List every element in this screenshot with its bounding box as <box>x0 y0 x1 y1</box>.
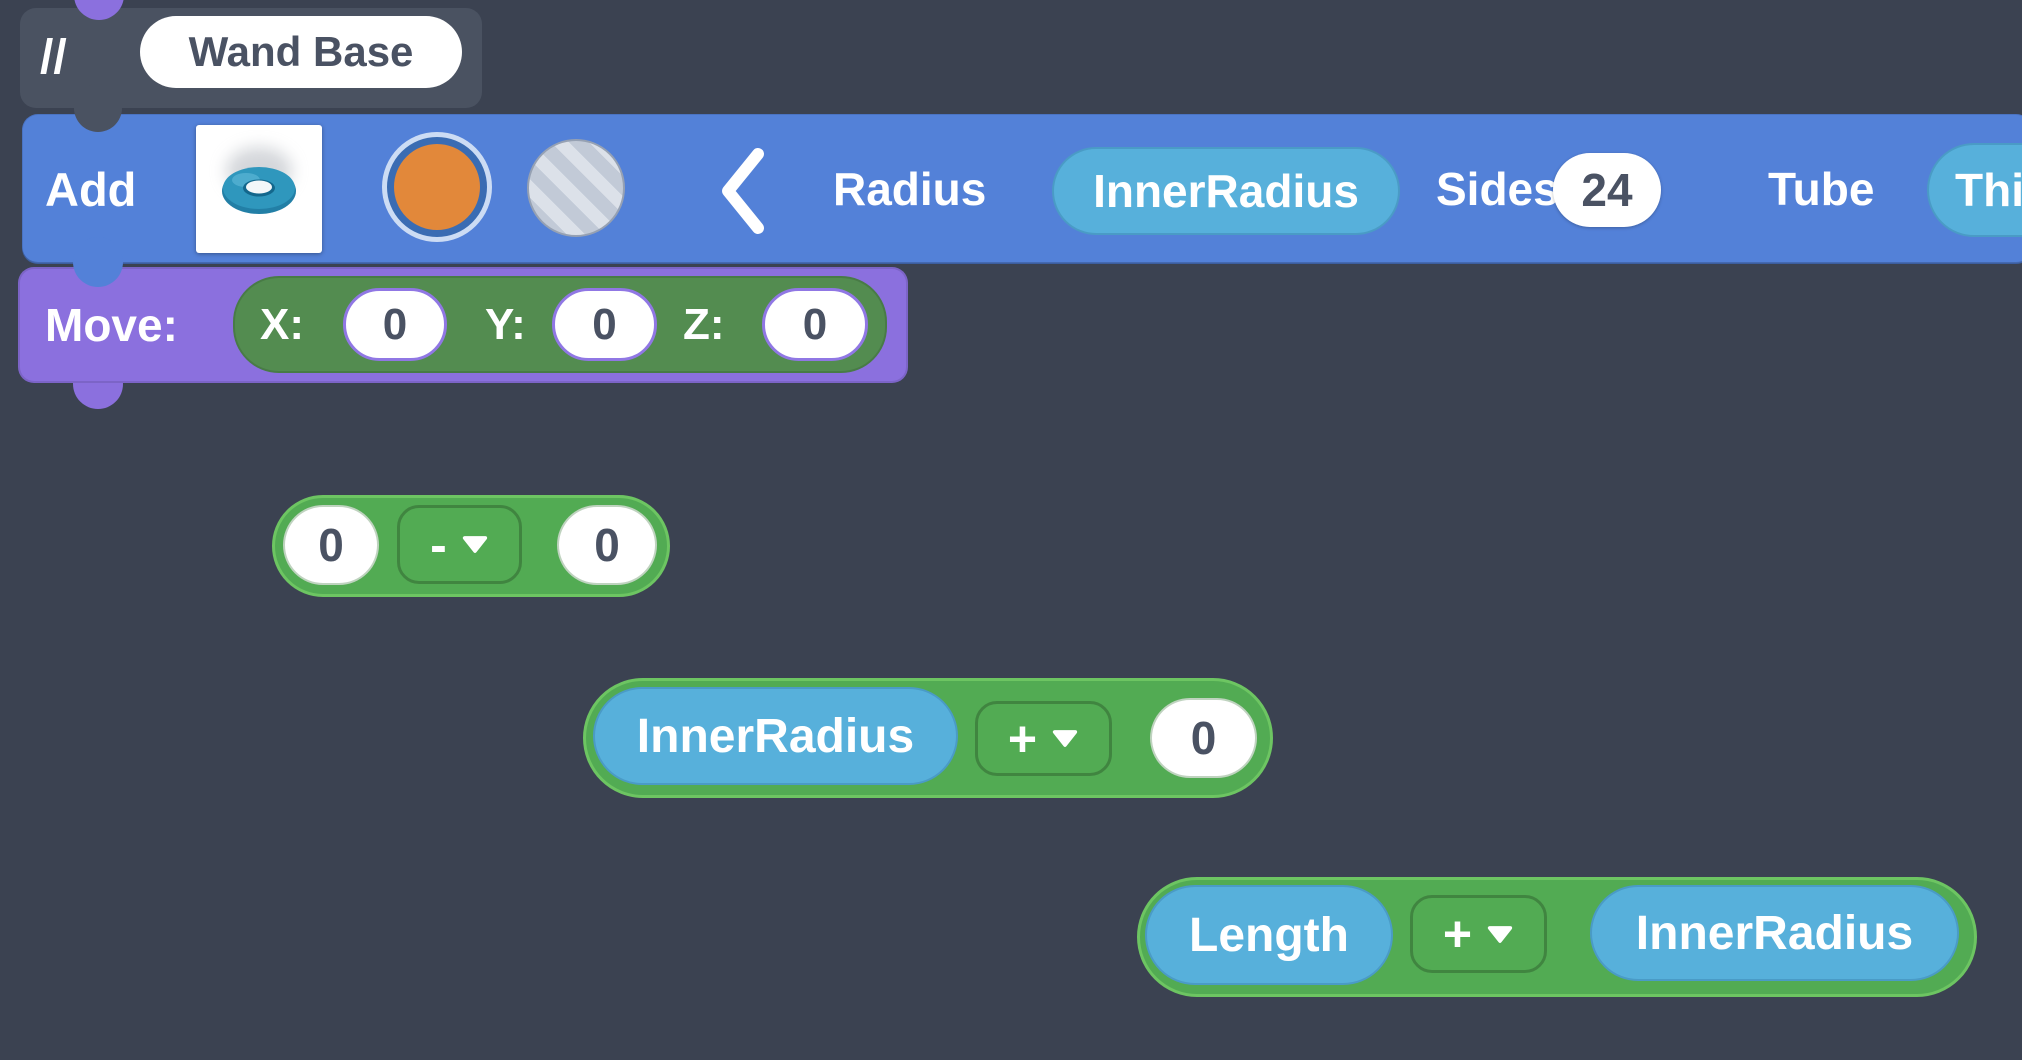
dropdown-caret-icon <box>1487 925 1513 943</box>
innerradius-variable[interactable]: InnerRadius <box>1590 885 1959 981</box>
connector-ball-top-icon <box>74 0 124 20</box>
move-label: Move: <box>45 299 178 351</box>
comment-name-field[interactable]: Wand Base <box>140 16 462 88</box>
connector-ball-add-bottom-icon <box>73 237 123 287</box>
add-length-expression-block[interactable]: Length + InnerRadius <box>1137 877 1977 997</box>
shape-thumbnail-torus-icon[interactable] <box>196 125 322 253</box>
color-swatch-orange[interactable] <box>387 137 487 237</box>
connector-ball-comment-icon <box>74 84 122 132</box>
operator-value: - <box>430 516 447 573</box>
length-variable[interactable]: Length <box>1145 885 1393 985</box>
x-value-input[interactable]: 0 <box>343 288 447 361</box>
y-value-input[interactable]: 0 <box>552 288 657 361</box>
move-vector-block[interactable]: X: 0 Y: 0 Z: 0 <box>233 276 887 373</box>
comment-prefix: // <box>40 31 67 84</box>
sides-param-label: Sides <box>1436 163 1559 215</box>
tube-value-variable[interactable]: Thickness <box>1927 143 2022 237</box>
operator-dropdown[interactable]: + <box>975 701 1112 776</box>
y-axis-label: Y: <box>485 299 526 349</box>
operator-dropdown[interactable]: + <box>1410 895 1547 973</box>
dropdown-caret-icon <box>462 536 487 553</box>
radius-value-variable[interactable]: InnerRadius <box>1052 147 1400 235</box>
dropdown-caret-icon <box>1052 730 1078 747</box>
add-inner-right-input[interactable]: 0 <box>1150 698 1257 778</box>
operator-value: + <box>1442 906 1473 962</box>
add-shape-block[interactable]: Add Radius InnerRadius Sides 24 <box>22 114 2022 264</box>
subtract-expression-block[interactable]: 0 - 0 <box>272 495 670 597</box>
add-inner-expression-block[interactable]: InnerRadius + 0 <box>583 678 1273 798</box>
radius-param-label: Radius <box>833 163 987 215</box>
collapse-chevron-icon[interactable] <box>714 146 770 236</box>
sides-value-input[interactable]: 24 <box>1553 153 1661 227</box>
z-axis-label: Z: <box>683 299 725 349</box>
x-axis-label: X: <box>260 299 304 349</box>
subtract-right-input[interactable]: 0 <box>557 505 657 585</box>
innerradius-variable[interactable]: InnerRadius <box>593 687 958 785</box>
add-label: Add <box>45 162 137 216</box>
subtract-left-input[interactable]: 0 <box>283 505 379 585</box>
z-value-input[interactable]: 0 <box>762 288 868 361</box>
hole-swatch-striped[interactable] <box>527 139 625 237</box>
operator-value: + <box>1007 710 1038 767</box>
operator-dropdown[interactable]: - <box>397 505 522 584</box>
tube-param-label: Tube <box>1768 163 1875 215</box>
move-block[interactable]: Move: X: 0 Y: 0 Z: 0 <box>18 267 908 383</box>
